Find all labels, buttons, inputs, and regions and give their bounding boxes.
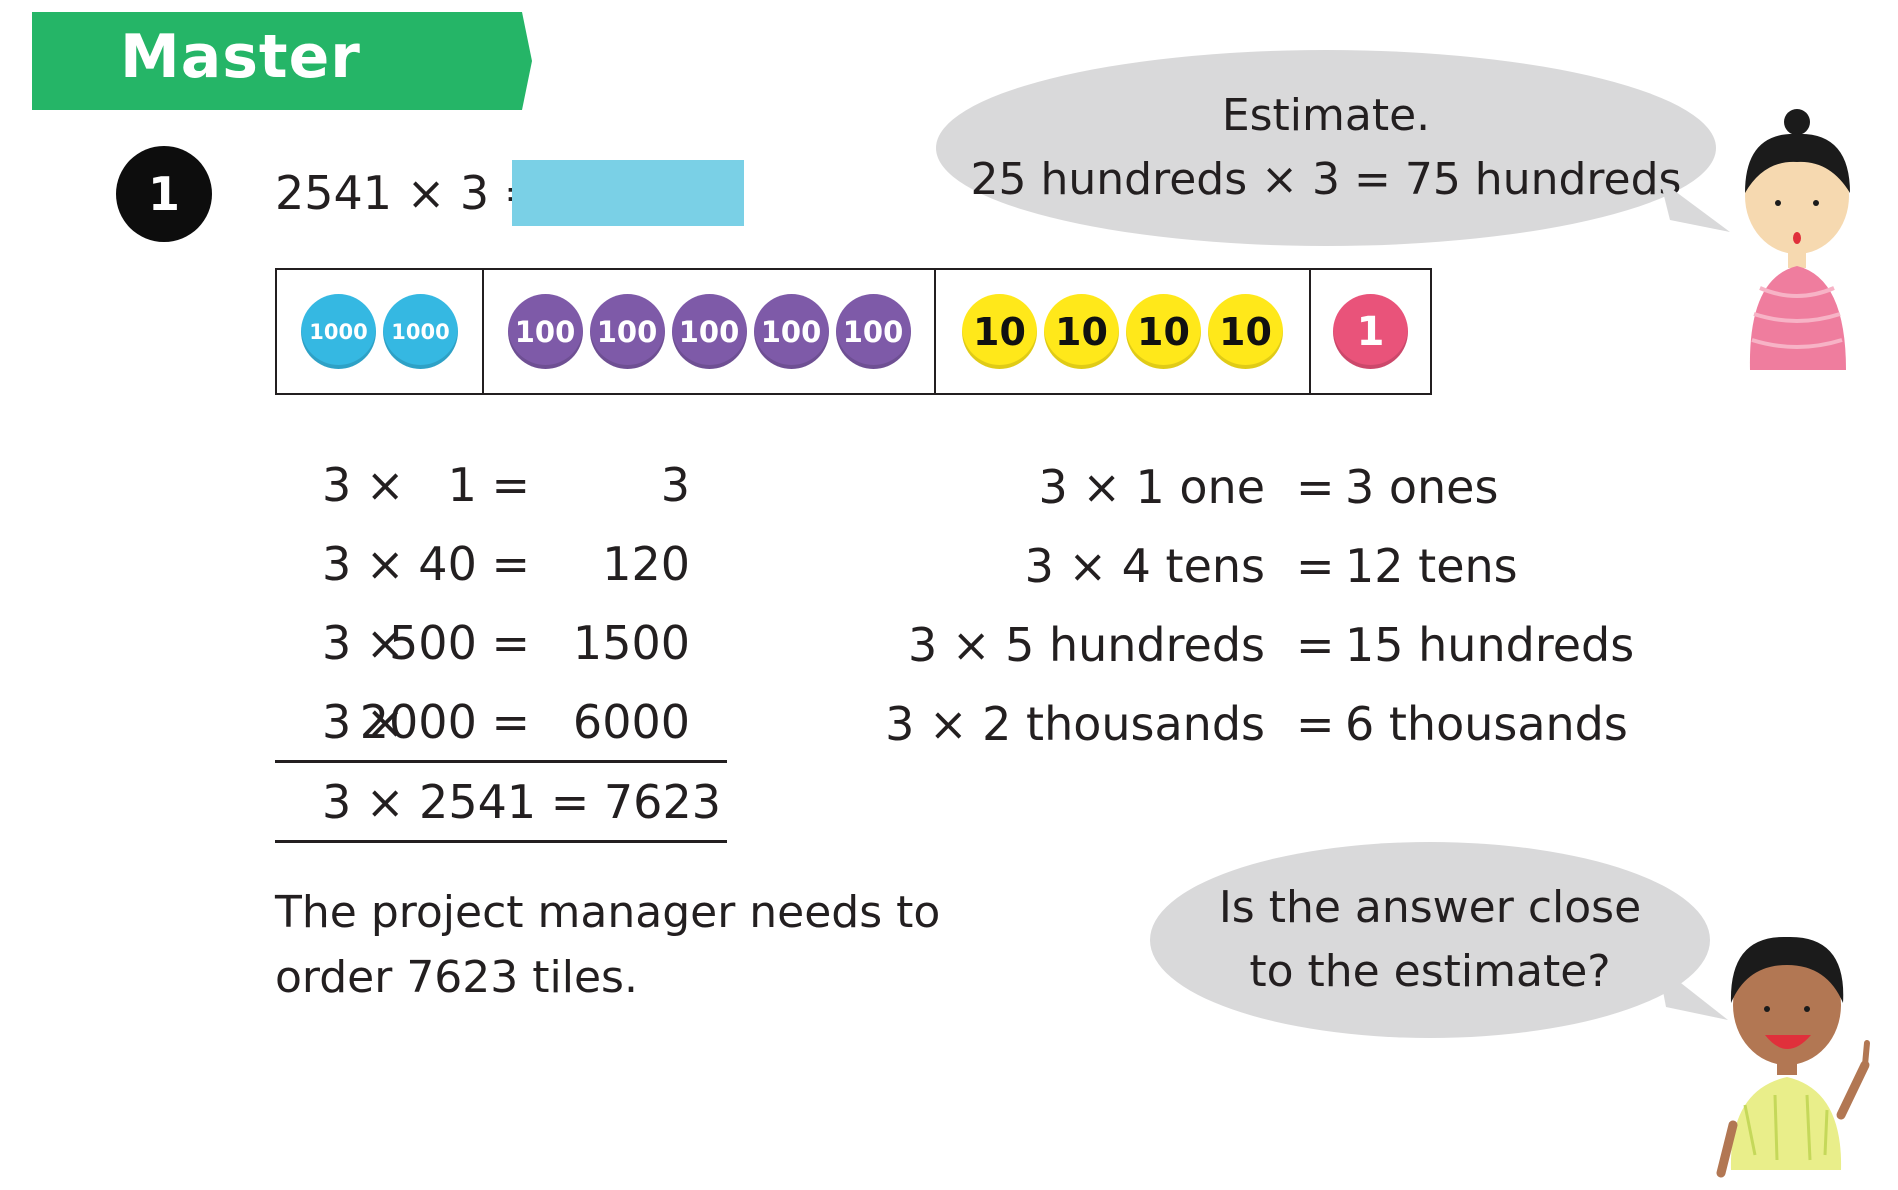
calc-factor: 500 = xyxy=(389,616,530,670)
equation-equals: = xyxy=(1296,618,1335,672)
section-title: Master xyxy=(120,22,361,92)
counter-1000: 1000 xyxy=(383,294,458,369)
counter-10: 10 xyxy=(962,294,1037,369)
counter-100: 100 xyxy=(507,294,583,369)
speech-bubble-question: Is the answer close to the estimate? xyxy=(1150,842,1710,1038)
calc-product: 120 xyxy=(602,537,690,591)
answer-box[interactable] xyxy=(512,160,744,226)
counter-100: 100 xyxy=(671,294,747,369)
speech-line: Is the answer close xyxy=(1218,882,1642,933)
calc-product: 1500 xyxy=(572,616,690,670)
calc-product: 6000 xyxy=(572,695,690,749)
counter-1000: 1000 xyxy=(301,294,376,369)
section-banner xyxy=(32,12,532,110)
calc-multiplier: 3 × xyxy=(322,537,405,591)
hundreds-column: 100 100 100 100 100 xyxy=(484,270,936,393)
calc-factor: 40 = xyxy=(418,537,530,591)
problem-text: 2541 × 3 = xyxy=(275,166,543,220)
divider-line xyxy=(275,760,727,763)
question-number: 1 xyxy=(116,146,212,242)
equation-right: 3 ones xyxy=(1345,460,1499,514)
counter-100: 100 xyxy=(753,294,829,369)
calc-product: 3 xyxy=(660,458,690,512)
counter-10: 10 xyxy=(1208,294,1283,369)
counter-10: 10 xyxy=(1126,294,1201,369)
equation-equals: = xyxy=(1296,460,1335,514)
equation-left: 3 × 4 tens xyxy=(1024,539,1265,593)
speech-bubble-tail xyxy=(1658,965,1728,1020)
sentence-line: order 7623 tiles. xyxy=(275,952,638,1003)
boy-character-illustration xyxy=(1716,936,1870,1178)
girl-character-illustration xyxy=(1745,109,1850,370)
calc-multiplier: 3 × xyxy=(322,695,405,749)
calc-factor: 1 = xyxy=(447,458,530,512)
equation-right: 12 tens xyxy=(1345,539,1518,593)
calc-factor: 2000 = xyxy=(359,695,530,749)
equation-right: 6 thousands xyxy=(1345,697,1628,751)
speech-line: Estimate. xyxy=(1221,90,1431,141)
calc-multiplier: 3 × xyxy=(322,458,405,512)
speech-bubble-estimate: Estimate. 25 hundreds × 3 = 75 hundreds xyxy=(936,50,1716,246)
answer-sentence: The project manager needs to order 7623 … xyxy=(275,880,940,1010)
equation-right: 15 hundreds xyxy=(1345,618,1635,672)
counter-100: 100 xyxy=(589,294,665,369)
equation-equals: = xyxy=(1296,539,1335,593)
counter-100: 100 xyxy=(835,294,911,369)
speech-line: to the estimate? xyxy=(1249,946,1611,997)
thousands-column: 1000 1000 xyxy=(277,270,484,393)
place-value-table: 1000 1000 100 100 100 100 100 10 10 10 1… xyxy=(275,268,1432,395)
speech-bubble-tail xyxy=(1660,180,1730,232)
ones-column: 1 xyxy=(1311,270,1430,393)
equation-left: 3 × 1 one xyxy=(1038,460,1265,514)
equation-left: 3 × 5 hundreds xyxy=(908,618,1265,672)
counter-1: 1 xyxy=(1333,294,1408,369)
counter-10: 10 xyxy=(1044,294,1119,369)
speech-line: 25 hundreds × 3 = 75 hundreds xyxy=(970,154,1682,205)
equation-equals: = xyxy=(1296,697,1335,751)
calc-total: 3 × 2541 = 7623 xyxy=(322,775,721,829)
equation-left: 3 × 2 thousands xyxy=(885,697,1265,751)
calc-multiplier: 3 × xyxy=(322,616,405,670)
divider-line xyxy=(275,840,727,843)
sentence-line: The project manager needs to xyxy=(275,887,941,938)
tens-column: 10 10 10 10 xyxy=(936,270,1311,393)
